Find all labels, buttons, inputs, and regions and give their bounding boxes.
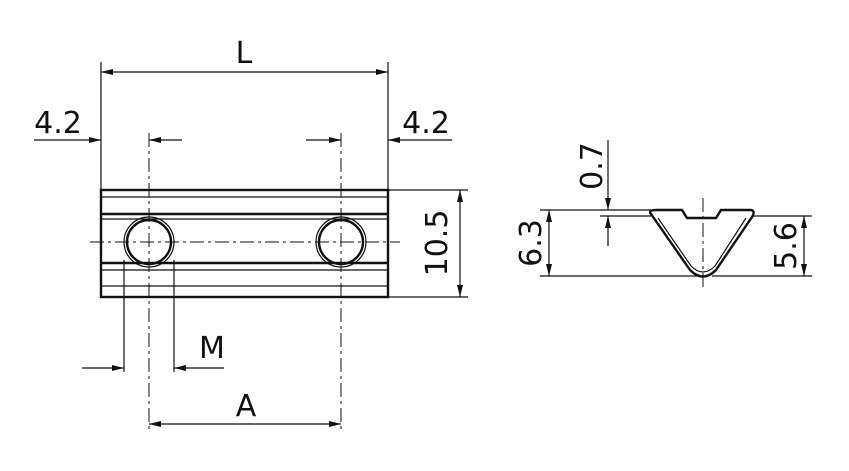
total-height-label: 6.3 <box>514 219 549 267</box>
front-view: L 4.2 4.2 10.5 M A <box>34 36 468 430</box>
nut-body-outline <box>99 188 390 299</box>
hole-spacing-label: A <box>236 389 257 424</box>
side-view: 0.7 6.3 5.6 <box>514 140 812 290</box>
t-nut-profile <box>649 208 755 278</box>
t-nut-profile-inner <box>657 217 747 273</box>
top-thickness-label: 0.7 <box>575 142 610 190</box>
body-height-label: 5.6 <box>769 222 804 270</box>
height-label: 10.5 <box>420 210 455 277</box>
left-offset-label: 4.2 <box>34 106 82 141</box>
right-offset-label: 4.2 <box>402 106 450 141</box>
length-label: L <box>236 36 253 71</box>
thread-label: M <box>199 331 225 366</box>
